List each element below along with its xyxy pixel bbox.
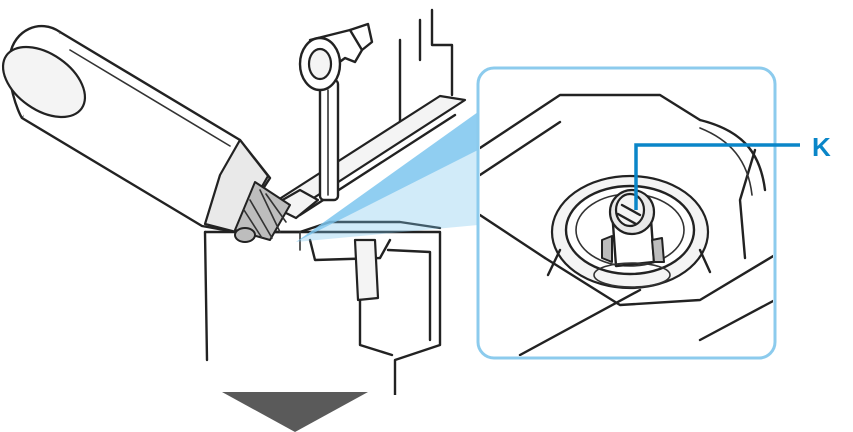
zoom-inset [476,66,777,360]
ink-inlet [546,174,712,290]
down-arrow-icon [222,392,368,432]
zoom-beam [296,112,478,242]
callout-leader-line [634,143,800,210]
ink-bottle [1,24,291,243]
callout-k: K [634,132,831,210]
tank-lever [298,22,374,202]
callout-label: K [812,132,831,162]
printer-illustration [1,8,467,395]
